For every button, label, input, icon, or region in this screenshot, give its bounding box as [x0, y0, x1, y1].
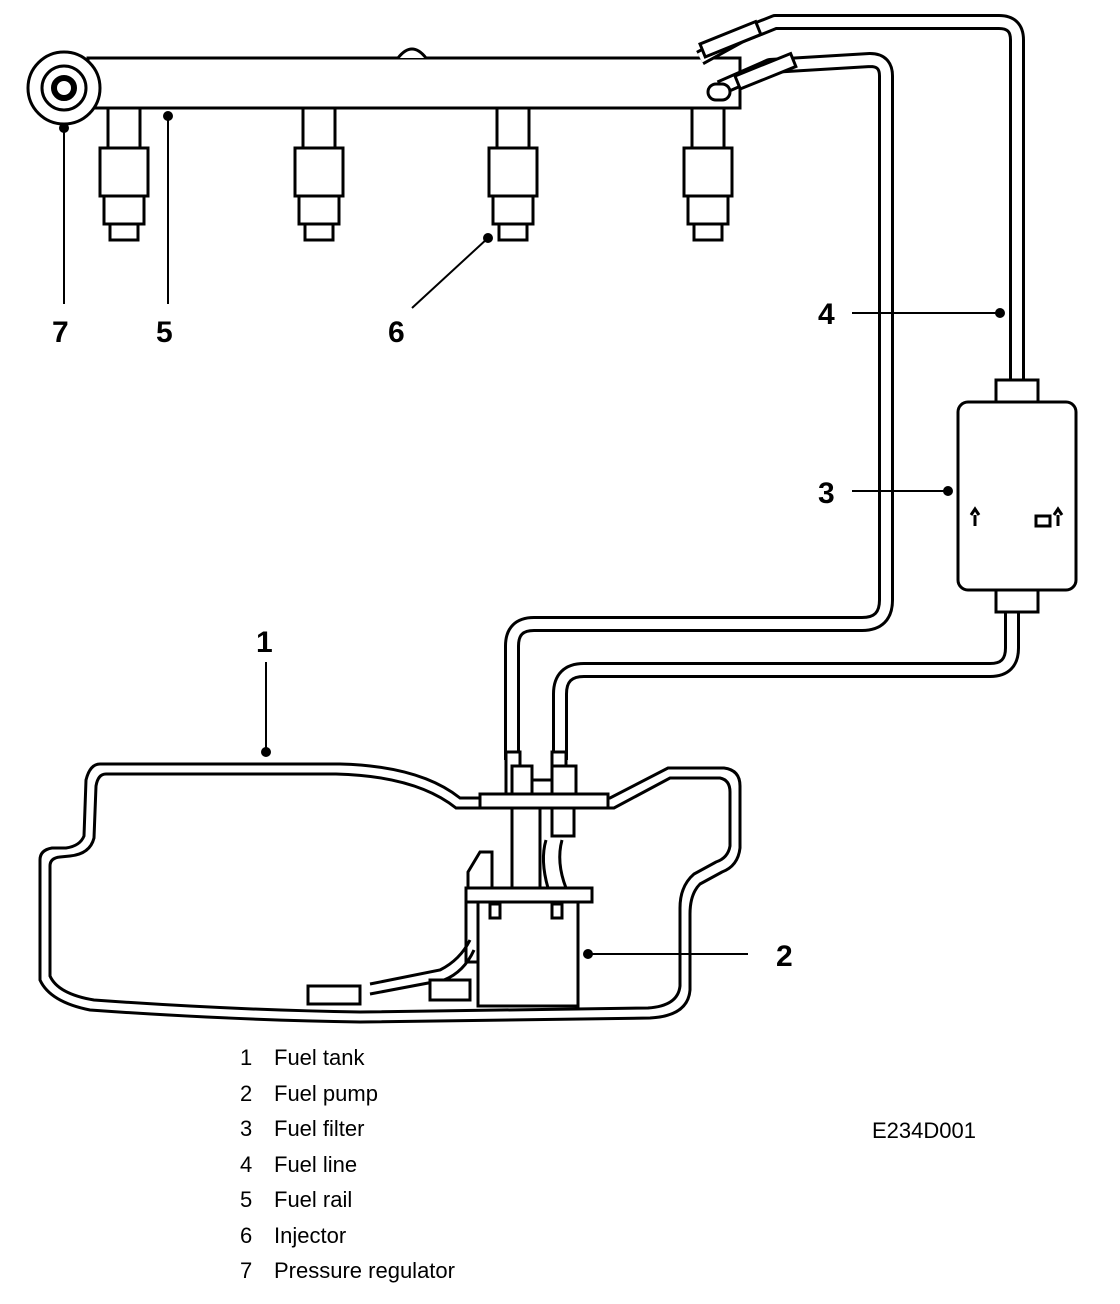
callout-7: 7 — [52, 316, 69, 349]
legend-text: Injector — [274, 1222, 347, 1248]
legend-item: 6 Injector — [236, 1218, 455, 1254]
legend-number: 3 — [240, 1116, 253, 1141]
legend-text: Fuel line — [274, 1151, 358, 1177]
callout-4: 4 — [818, 298, 835, 331]
legend-item: 3 Fuel filter — [236, 1111, 455, 1147]
fuel-tank — [38, 762, 742, 1024]
legend-item: 2 Fuel pump — [236, 1076, 455, 1112]
pressure-regulator — [26, 50, 102, 126]
legend-item: 4 Fuel line — [236, 1147, 455, 1183]
callout-6: 6 — [388, 316, 405, 349]
legend-number: 6 — [240, 1222, 253, 1248]
callout-3: 3 — [818, 477, 835, 510]
fuel-filter — [956, 378, 1078, 614]
fuel-line-pump-to-filter — [552, 610, 1020, 760]
legend: 1 Fuel tank 2 Fuel pump 3 Fuel filter 4 … — [236, 1040, 455, 1289]
legend-number: 5 — [240, 1187, 253, 1212]
injector-1 — [98, 106, 150, 242]
legend-text: Pressure regulator — [274, 1258, 455, 1283]
callout-2: 2 — [776, 940, 793, 973]
rail-connectors — [698, 19, 798, 102]
callout-1: 1 — [256, 626, 273, 659]
pump-flange — [478, 750, 610, 890]
legend-number: 1 — [240, 1045, 253, 1070]
legend-number: 2 — [240, 1080, 253, 1106]
injector-4 — [682, 106, 734, 242]
injectors — [98, 106, 734, 242]
injector-2 — [293, 106, 345, 242]
legend-item: 7 Pressure regulator — [236, 1253, 455, 1289]
legend-text: Fuel filter — [274, 1116, 365, 1141]
legend-text: Fuel pump — [274, 1080, 378, 1106]
legend-item: 1 Fuel tank — [236, 1040, 455, 1076]
fuel-pump — [306, 839, 594, 1008]
legend-number: 4 — [240, 1151, 253, 1177]
figure-code: E234D001 — [872, 1118, 976, 1143]
legend-item: 5 Fuel rail — [236, 1182, 455, 1218]
fuel-system-diagram: 7 5 6 4 3 1 2 — [26, 14, 1078, 1024]
leader-lines — [59, 111, 1005, 959]
callout-5: 5 — [156, 316, 173, 349]
legend-text: Fuel rail — [274, 1187, 353, 1212]
legend-text: Fuel tank — [274, 1045, 365, 1070]
injector-3 — [487, 106, 539, 242]
legend-number: 7 — [240, 1258, 253, 1283]
fuel-rail — [86, 47, 742, 110]
